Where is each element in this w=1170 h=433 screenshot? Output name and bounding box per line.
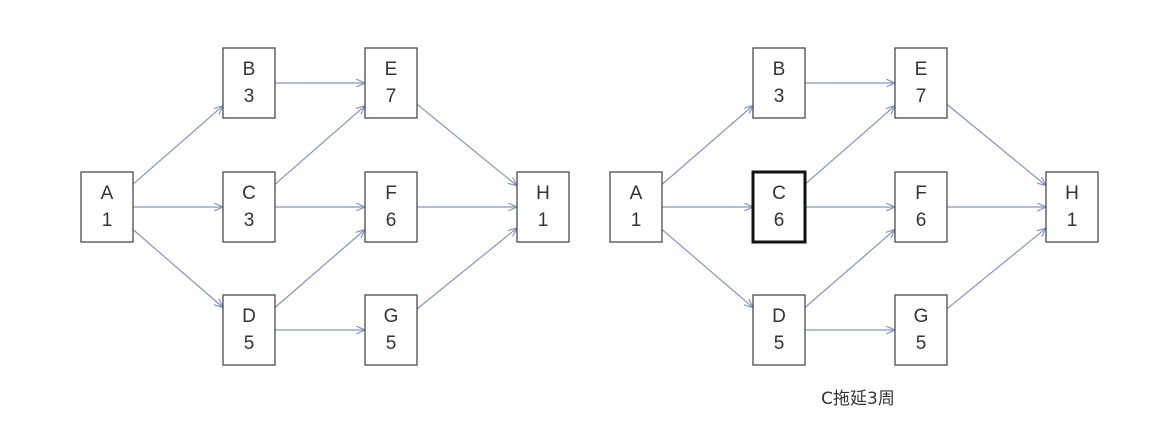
edge-e-h [946, 103, 1046, 185]
node-duration: 1 [631, 210, 642, 231]
node-box [894, 171, 948, 243]
node-duration: 3 [244, 210, 255, 231]
node-box [1045, 171, 1099, 243]
node-duration: 3 [774, 86, 785, 107]
node-label: D [772, 306, 786, 327]
edge-a-b [661, 106, 753, 185]
node-f: F6 [364, 171, 418, 243]
node-box [751, 170, 807, 244]
node-duration: 5 [244, 333, 255, 354]
node-duration: 1 [102, 210, 113, 231]
node-c: C3 [222, 171, 276, 243]
node-label: B [773, 59, 786, 80]
delay-caption: C拖延3周 [821, 389, 895, 409]
node-box [894, 294, 948, 366]
node-duration: 1 [1067, 210, 1078, 231]
node-duration: 5 [774, 333, 785, 354]
node-box [80, 171, 134, 243]
node-label: A [630, 183, 643, 204]
node-box [364, 171, 418, 243]
node-c: C6 [751, 170, 807, 244]
node-label: E [385, 59, 398, 80]
node-duration: 6 [386, 210, 397, 231]
node-duration: 6 [774, 210, 785, 231]
node-box [752, 47, 806, 119]
node-label: B [243, 59, 256, 80]
node-duration: 3 [244, 86, 255, 107]
edge-g-h [416, 228, 517, 310]
node-a: A1 [80, 171, 134, 243]
edge-a-d [661, 228, 753, 307]
node-label: G [914, 306, 929, 327]
edge-e-h [416, 103, 517, 186]
node-label: A [101, 183, 114, 204]
node-label: G [384, 306, 399, 327]
node-label: C [772, 183, 786, 204]
node-b: B3 [222, 47, 276, 119]
edge-d-f [804, 230, 895, 308]
node-e: E7 [894, 47, 948, 119]
node-duration: 5 [916, 333, 927, 354]
node-label: F [385, 183, 397, 204]
edge-c-e [804, 106, 895, 185]
node-label: H [536, 183, 550, 204]
node-box [222, 294, 276, 366]
node-box [364, 294, 418, 366]
node-g: G5 [364, 294, 418, 366]
node-d: D5 [752, 294, 806, 366]
node-box [222, 171, 276, 243]
node-d: D5 [222, 294, 276, 366]
node-duration: 1 [538, 210, 549, 231]
node-a: A1 [609, 171, 663, 243]
node-label: F [915, 183, 927, 204]
node-duration: 7 [916, 86, 927, 107]
node-label: D [242, 306, 256, 327]
node-b: B3 [752, 47, 806, 119]
edge-g-h [946, 228, 1046, 310]
node-h: H1 [1045, 171, 1099, 243]
node-f: F6 [894, 171, 948, 243]
node-box [364, 47, 418, 119]
edge-c-e [274, 106, 365, 185]
edge-d-f [274, 230, 365, 308]
node-box [609, 171, 663, 243]
node-duration: 7 [386, 86, 397, 107]
node-box [222, 47, 276, 119]
node-e: E7 [364, 47, 418, 119]
edge-a-d [132, 229, 223, 308]
node-box [752, 294, 806, 366]
node-h: H1 [516, 171, 570, 243]
node-label: H [1065, 183, 1079, 204]
node-box [894, 47, 948, 119]
node-label: E [915, 59, 928, 80]
node-box [516, 171, 570, 243]
node-duration: 5 [386, 333, 397, 354]
node-duration: 6 [916, 210, 927, 231]
node-g: G5 [894, 294, 948, 366]
node-label: C [242, 183, 256, 204]
edge-a-b [132, 106, 223, 185]
